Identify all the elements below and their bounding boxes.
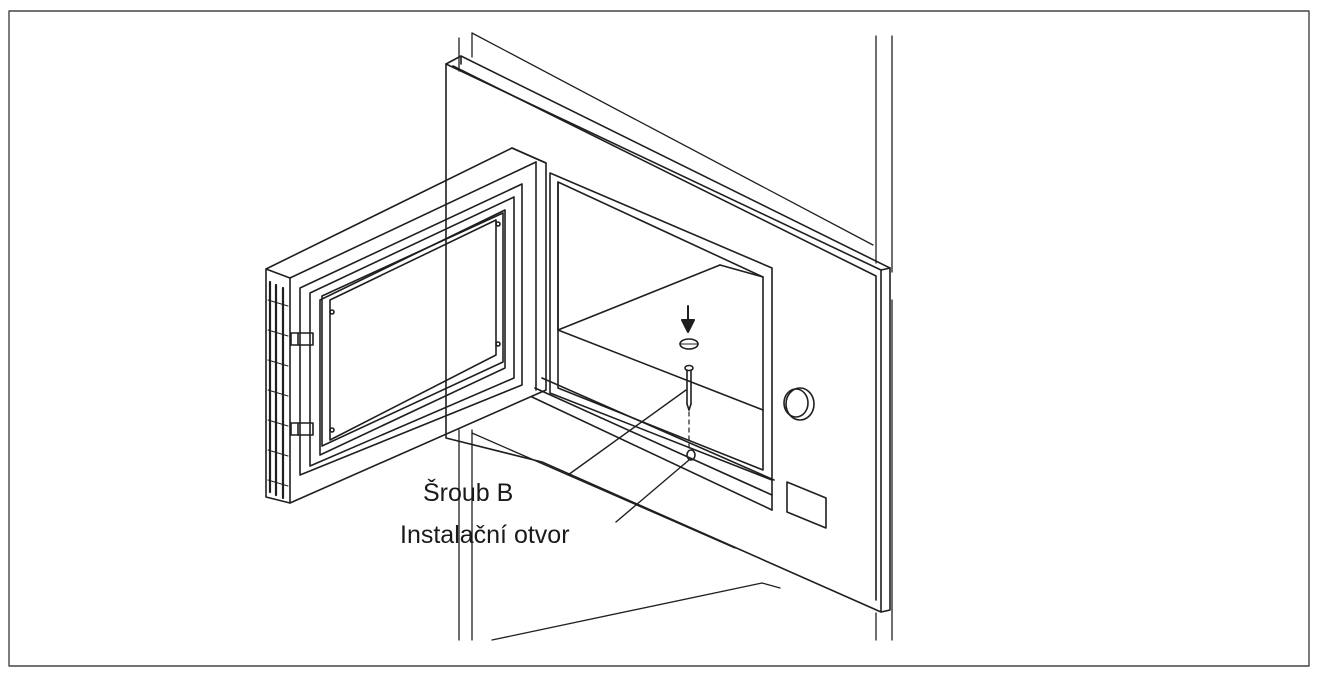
screw-label: Šroub B	[423, 479, 514, 507]
control-knob-icon	[784, 388, 814, 420]
door-latch-icon	[291, 333, 313, 435]
display-window	[787, 482, 826, 528]
oven-cavity	[532, 173, 774, 510]
microwave-front-panel	[446, 56, 890, 612]
screw-icon	[685, 366, 693, 411]
down-arrow-icon	[682, 306, 694, 332]
open-door	[266, 148, 546, 503]
installation-hole-icon	[687, 450, 695, 460]
leader-line-screw	[568, 390, 686, 475]
figure-border	[9, 11, 1309, 666]
leader-line-hole	[616, 460, 689, 522]
hole-label: Instalační otvor	[400, 521, 570, 549]
